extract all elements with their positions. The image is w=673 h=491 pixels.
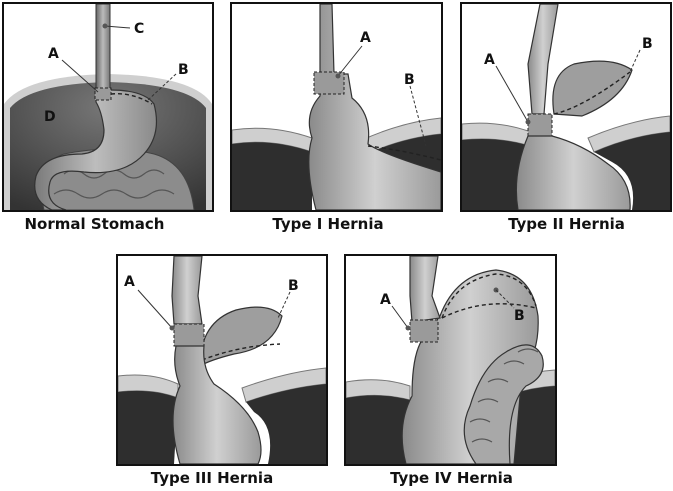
abdomen-left: [232, 142, 312, 210]
abdomen-left: [118, 390, 178, 464]
abdomen-right: [246, 384, 326, 464]
label-a: A: [360, 30, 371, 46]
caption-type-1-hernia: Type I Hernia: [272, 215, 384, 233]
abdomen-right: [594, 132, 670, 210]
fundus-boundary: [367, 145, 441, 161]
herniated-fundus: [552, 60, 633, 117]
stomach-body: [515, 135, 631, 210]
panel-type-3-hernia: A B: [116, 254, 328, 466]
caption-type-2-hernia: Type II Hernia: [508, 215, 625, 233]
caption-normal-stomach: Normal Stomach: [24, 215, 165, 233]
fundus-boundary: [110, 93, 153, 105]
caption-type-3-hernia: Type III Hernia: [150, 469, 274, 487]
esophagus: [95, 4, 111, 97]
normal-stomach-illustration: C A B D: [4, 4, 212, 210]
label-b: B: [178, 62, 189, 78]
label-b: B: [404, 72, 415, 88]
lower-esophageal-sphincter: [94, 87, 112, 101]
type-2-hernia-illustration: A B: [462, 4, 670, 210]
type-3-hernia-illustration: A B: [118, 256, 326, 464]
label-a: A: [380, 292, 391, 308]
type-1-hernia-illustration: A B: [232, 4, 441, 210]
label-d: D: [44, 109, 56, 125]
esophagus: [409, 256, 441, 323]
caption-type-4-hernia: Type IV Hernia: [390, 469, 513, 487]
label-a: A: [48, 46, 59, 62]
stomach-body: [172, 345, 262, 464]
lower-esophageal-sphincter: [409, 319, 439, 343]
label-b: B: [288, 278, 299, 294]
abdomen-left: [346, 395, 410, 464]
label-a: A: [484, 52, 495, 68]
lower-esophageal-sphincter: [527, 113, 553, 137]
panel-type-4-hernia: A B: [344, 254, 557, 466]
panel-normal-stomach: C A B D: [2, 2, 214, 212]
lower-esophageal-sphincter: [173, 323, 205, 347]
type-4-hernia-illustration: A B: [346, 256, 555, 464]
panel-type-1-hernia: A B: [230, 2, 443, 212]
label-c: C: [134, 21, 144, 37]
herniated-colon: [463, 344, 544, 464]
label-b: B: [514, 308, 525, 324]
stomach: [34, 89, 157, 210]
herniated-fundus: [199, 306, 283, 368]
esophagus: [171, 256, 203, 325]
label-a: A: [124, 274, 135, 290]
herniated-stomach: [308, 4, 441, 210]
label-b: B: [642, 36, 653, 52]
panel-type-2-hernia: A B: [460, 2, 672, 212]
